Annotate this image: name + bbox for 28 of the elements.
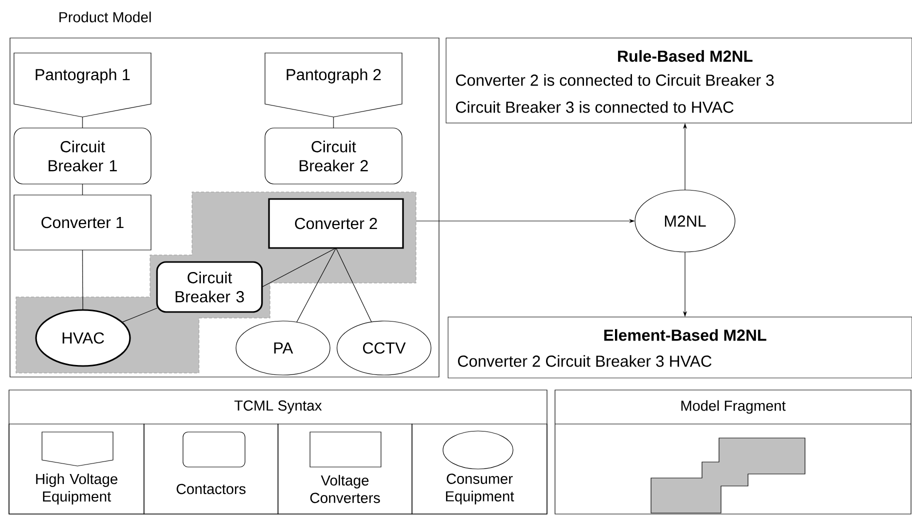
table-panel: Model Fragment [554,390,912,514]
pentagon-box: Pantograph 2 [264,52,402,118]
process-box: Converter 1 [14,194,152,250]
table-cell: Contactors [144,424,278,514]
rounded-box: Circuit Breaker 1 [14,128,152,184]
connector-line [262,248,336,288]
connector-line [82,116,83,128]
frame-title: Product Model [59,12,151,22]
connector-line [82,184,83,196]
pentagon-box: Pantograph 1 [14,52,152,118]
table-cell: Voltage Converters [278,424,412,514]
ellipse-node: PA [236,320,330,376]
ellipse-node: M2NL [634,190,736,252]
text-line: Circuit Breaker 3 is connected to HVAC [456,101,734,113]
connector-line [122,308,158,323]
connector-line [296,248,336,322]
rounded-box: Circuit Breaker 3 [156,261,263,313]
connector-line [333,116,334,128]
connector-line [336,248,372,322]
process-box: Converter 2 [268,198,404,249]
ellipse-node: HVAC [35,309,131,367]
connector-line [82,250,84,310]
rounded-box: Circuit Breaker 2 [264,128,402,184]
table-cell: Consumer Equipment [412,424,548,514]
text-line: Converter 2 is connected to Circuit Breaker 3 [456,74,774,86]
table-cell: High Voltage Equipment [8,424,144,514]
ellipse-node: CCTV [336,320,432,376]
text-line: Converter 2 Circuit Breaker 3 HVAC [458,355,712,367]
